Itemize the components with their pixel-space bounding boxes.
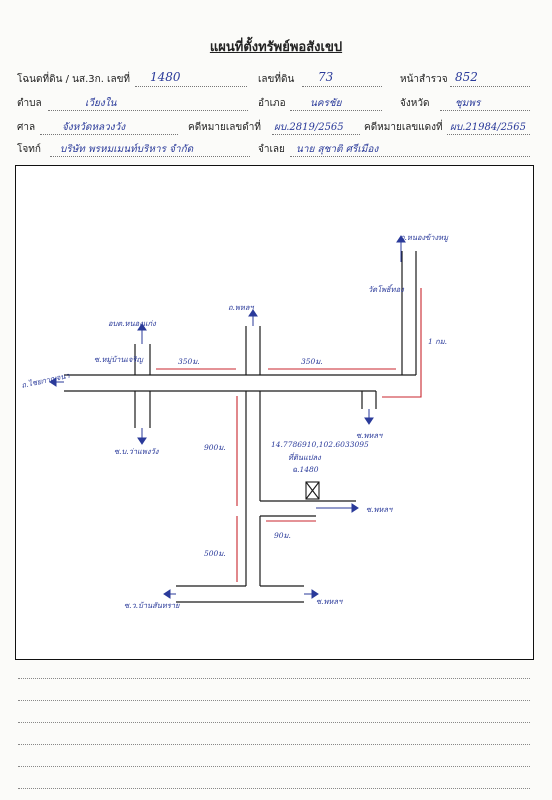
label-dist-a: 350ม. xyxy=(178,357,200,366)
dotted-line xyxy=(302,86,382,87)
label-road-site: ซ.พหลฯ xyxy=(366,505,393,514)
direction-arrows xyxy=(49,235,406,599)
survey-page-value: 852 xyxy=(455,70,478,84)
form-row-deed: โฉนดที่ดิน / นส.3ก. เลขที่ 1480 เลขที่ดิ… xyxy=(0,70,552,90)
road-lines xyxy=(64,251,417,603)
label-place-right-top: วัดโพธิ์ทอง xyxy=(368,284,405,294)
dotted-line xyxy=(290,110,382,111)
note-line xyxy=(18,788,530,789)
land-no-label: เลขที่ดิน xyxy=(258,74,295,85)
note-line xyxy=(18,678,530,679)
note-line xyxy=(18,722,530,723)
label-road-bottom-right: ซ.พหลฯ xyxy=(316,597,343,606)
black-case-value: ผบ.2819/2565 xyxy=(274,122,344,133)
location-map: ถ.ไชยกาญจนา ถ.พหลฯ ถ.หนองข้างหมู อบต.หนอ… xyxy=(15,165,534,660)
court-value: จังหวัดหลวงวัง xyxy=(62,122,126,133)
label-place-left-small: ซ.หมู่บ้านเจริญ xyxy=(94,355,143,364)
label-road-top-mid: ถ.พหลฯ xyxy=(228,303,254,312)
survey-page-label: หน้าสำรวจ xyxy=(400,74,448,85)
dotted-line xyxy=(447,134,530,135)
red-case-value: ผบ.21984/2565 xyxy=(450,122,527,133)
map-drawing: ถ.ไชยกาญจนา ถ.พหลฯ ถ.หนองข้างหมู อบต.หนอ… xyxy=(21,233,450,610)
label-dist-d: 900ม. xyxy=(204,443,226,452)
page-title: แผนที่ตั้งทรัพย์พอสังเขป xyxy=(209,40,343,55)
label-road-down-right: ซ.พหลฯ xyxy=(356,431,383,440)
defendant-label: จำเลย xyxy=(258,144,285,155)
form-row-parties: โจทก์ บริษัท พรหมเมนท์บริหาร จำกัด จำเลย… xyxy=(0,142,552,160)
arrow-head xyxy=(364,417,374,425)
deed-value: 1480 xyxy=(150,70,181,84)
dotted-line xyxy=(440,110,530,111)
province-value: ชุมพร xyxy=(455,98,481,109)
label-road-bottom-left: ซ.ว.บ้านสันทราย xyxy=(124,601,180,610)
site-cross xyxy=(305,481,320,500)
red-case-label: คดีหมายเลขแดงที่ xyxy=(364,122,443,133)
arrow-head xyxy=(137,323,147,331)
arrow-head xyxy=(137,437,147,445)
label-site: ที่ดินแปลง xyxy=(288,452,322,462)
dotted-line xyxy=(48,110,248,111)
note-line xyxy=(18,766,530,767)
arrow-head xyxy=(311,589,319,599)
arrow-head xyxy=(163,589,171,599)
black-case-label: คดีหมายเลขดำที่ xyxy=(188,122,261,133)
plaintiff-value: บริษัท พรหมเมนท์บริหาร จำกัด xyxy=(60,144,194,155)
dotted-line xyxy=(40,134,178,135)
label-road-left: ถ.ไชยกาญจนา xyxy=(21,371,72,390)
subdistrict-label: ตำบล xyxy=(17,98,42,109)
label-dist-f: 90ม. xyxy=(274,531,291,540)
label-dist-e: 500ม. xyxy=(204,549,226,558)
distance-markers xyxy=(156,288,422,582)
form-row-location: ตำบล เวียงใน อำเภอ นครชัย จังหวัด ชุมพร xyxy=(0,96,552,114)
deed-label: โฉนดที่ดิน / นส.3ก. เลขที่ xyxy=(17,74,131,85)
dotted-line xyxy=(50,156,250,157)
land-no-value: 73 xyxy=(318,70,334,84)
arrow-head xyxy=(351,503,359,513)
site-marker-icon xyxy=(305,481,320,500)
label-road-top-right: ถ.หนองข้างหมู xyxy=(400,233,449,242)
dotted-line xyxy=(272,134,360,135)
site-box xyxy=(305,481,320,500)
dotted-line xyxy=(450,86,530,87)
map-labels: ถ.ไชยกาญจนา ถ.พหลฯ ถ.หนองข้างหมู อบต.หนอ… xyxy=(21,233,450,610)
court-label: ศาล xyxy=(17,122,36,133)
label-dist-c: 1 กม. xyxy=(428,337,447,346)
note-line xyxy=(18,700,530,701)
label-coords: 14.7786910,102.6033095 xyxy=(271,440,369,449)
district-label: อำเภอ xyxy=(258,98,286,109)
arrow-head xyxy=(49,377,57,387)
label-dist-b: 350ม. xyxy=(301,357,323,366)
label-road-down-left: ซ.บ.ว่าแพงวัง xyxy=(114,447,160,456)
arrow-head xyxy=(396,235,406,243)
dotted-line xyxy=(290,156,530,157)
label-site-no: ฉ.1480 xyxy=(292,465,319,474)
province-label: จังหวัด xyxy=(400,98,430,109)
subdistrict-value: เวียงใน xyxy=(85,98,117,109)
district-value: นครชัย xyxy=(310,98,342,109)
form-row-case: ศาล จังหวัดหลวงวัง คดีหมายเลขดำที่ ผบ.28… xyxy=(0,120,552,138)
note-line xyxy=(18,744,530,745)
arrow-head xyxy=(248,309,258,317)
defendant-value: นาย สุชาติ ศรีเมือง xyxy=(296,144,379,155)
dotted-line xyxy=(135,86,247,87)
distance-line xyxy=(382,288,422,398)
label-place-top-left: อบต.หนองแก่ง xyxy=(108,319,157,328)
plaintiff-label: โจทก์ xyxy=(17,144,41,155)
